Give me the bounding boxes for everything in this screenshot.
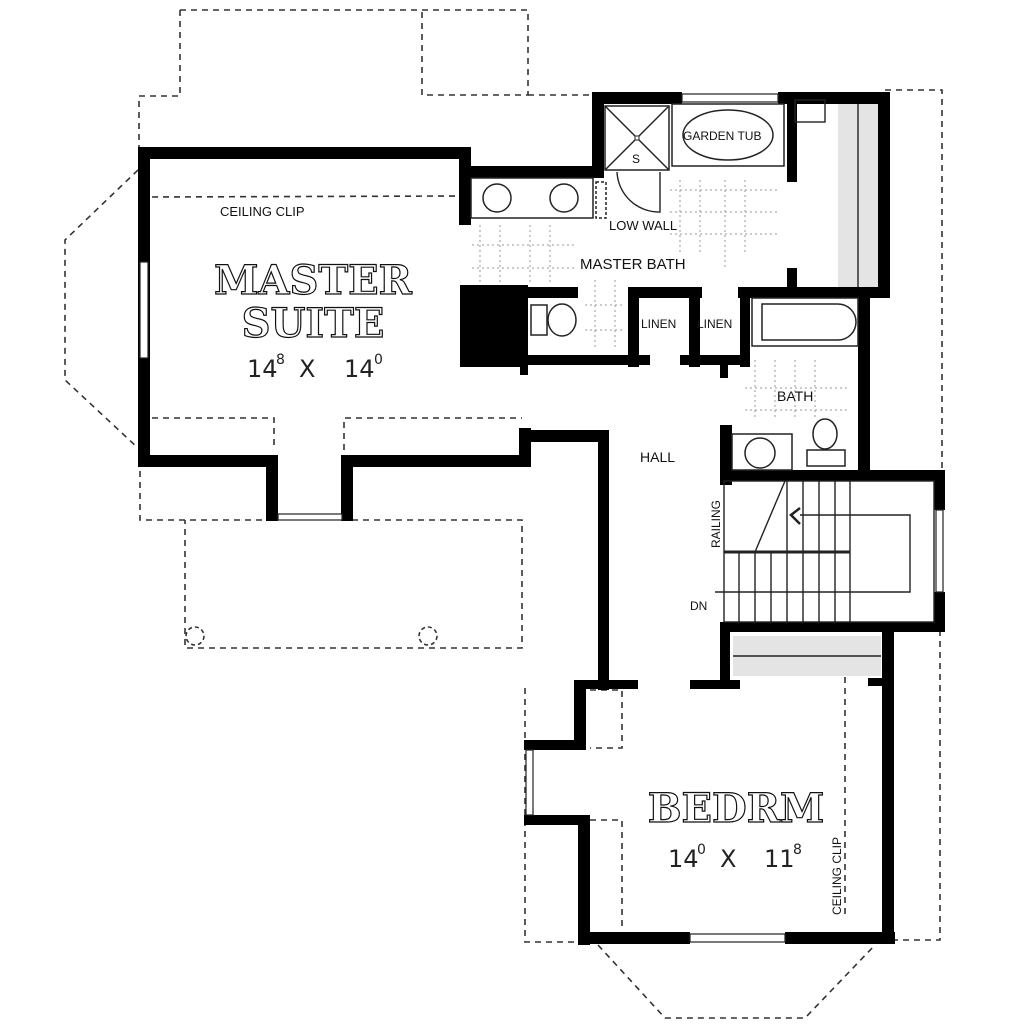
svg-text:8: 8 bbox=[276, 352, 285, 368]
room-dimension-master: 14 8 X 14 0 bbox=[247, 352, 383, 383]
walls bbox=[138, 92, 945, 945]
low-wall-label: LOW WALL bbox=[609, 218, 677, 233]
post-icon bbox=[185, 626, 205, 646]
svg-text:8: 8 bbox=[793, 842, 802, 858]
window bbox=[139, 261, 149, 359]
sink-icon bbox=[549, 183, 579, 213]
room-name-bedroom: BEDRM bbox=[648, 785, 825, 832]
stairs-down-label: DN bbox=[690, 599, 707, 613]
low-wall bbox=[595, 181, 607, 219]
arrow-icon bbox=[789, 507, 801, 525]
post-icon bbox=[418, 626, 438, 646]
sink-icon bbox=[744, 437, 776, 469]
window bbox=[525, 749, 534, 816]
toilet-icon bbox=[547, 303, 577, 337]
room-name-bath: BATH bbox=[777, 388, 813, 404]
porch-posts bbox=[185, 626, 438, 646]
shower-label: S bbox=[632, 152, 640, 166]
floor-tile-grid bbox=[472, 180, 780, 350]
window bbox=[689, 933, 786, 943]
room-name-master: MASTER bbox=[214, 257, 412, 304]
window bbox=[681, 93, 779, 103]
svg-text:0: 0 bbox=[697, 842, 706, 858]
svg-text:14: 14 bbox=[344, 355, 375, 383]
toilet-icon bbox=[812, 418, 838, 450]
sink-icon bbox=[482, 183, 512, 213]
room-name-master-2: SUITE bbox=[242, 300, 385, 347]
toilet-tank bbox=[530, 304, 548, 336]
bath-fixtures bbox=[731, 297, 859, 471]
ceiling-clip-label: CEILING CLIP bbox=[220, 204, 305, 219]
staircase[interactable] bbox=[715, 480, 935, 623]
window bbox=[277, 513, 343, 521]
svg-text:0: 0 bbox=[374, 352, 383, 368]
toilet-tank bbox=[806, 449, 846, 467]
windows bbox=[139, 93, 944, 943]
railing-label: RAILING bbox=[709, 500, 723, 548]
roof-outline-dashed bbox=[64, 9, 943, 1019]
garden-tub-label: GARDEN TUB bbox=[683, 129, 761, 143]
svg-text:11: 11 bbox=[764, 845, 795, 873]
svg-text:14: 14 bbox=[668, 845, 699, 873]
ceiling-clip-label: CEILING CLIP bbox=[830, 837, 844, 915]
svg-text:X: X bbox=[720, 845, 736, 873]
svg-text:14: 14 bbox=[247, 355, 278, 383]
svg-text:X: X bbox=[299, 355, 315, 383]
linen-closet-label: LINEN bbox=[697, 317, 732, 331]
linen-closet-label: LINEN bbox=[641, 317, 676, 331]
tub-icon bbox=[761, 303, 857, 341]
tub-icon bbox=[682, 109, 774, 161]
room-name-hall: HALL bbox=[640, 449, 675, 465]
window bbox=[935, 509, 944, 593]
room-name-master-bath: MASTER BATH bbox=[580, 256, 686, 273]
room-dimension-bedroom: 14 0 X 11 8 bbox=[668, 842, 802, 873]
master-bath-fixtures bbox=[470, 99, 826, 350]
